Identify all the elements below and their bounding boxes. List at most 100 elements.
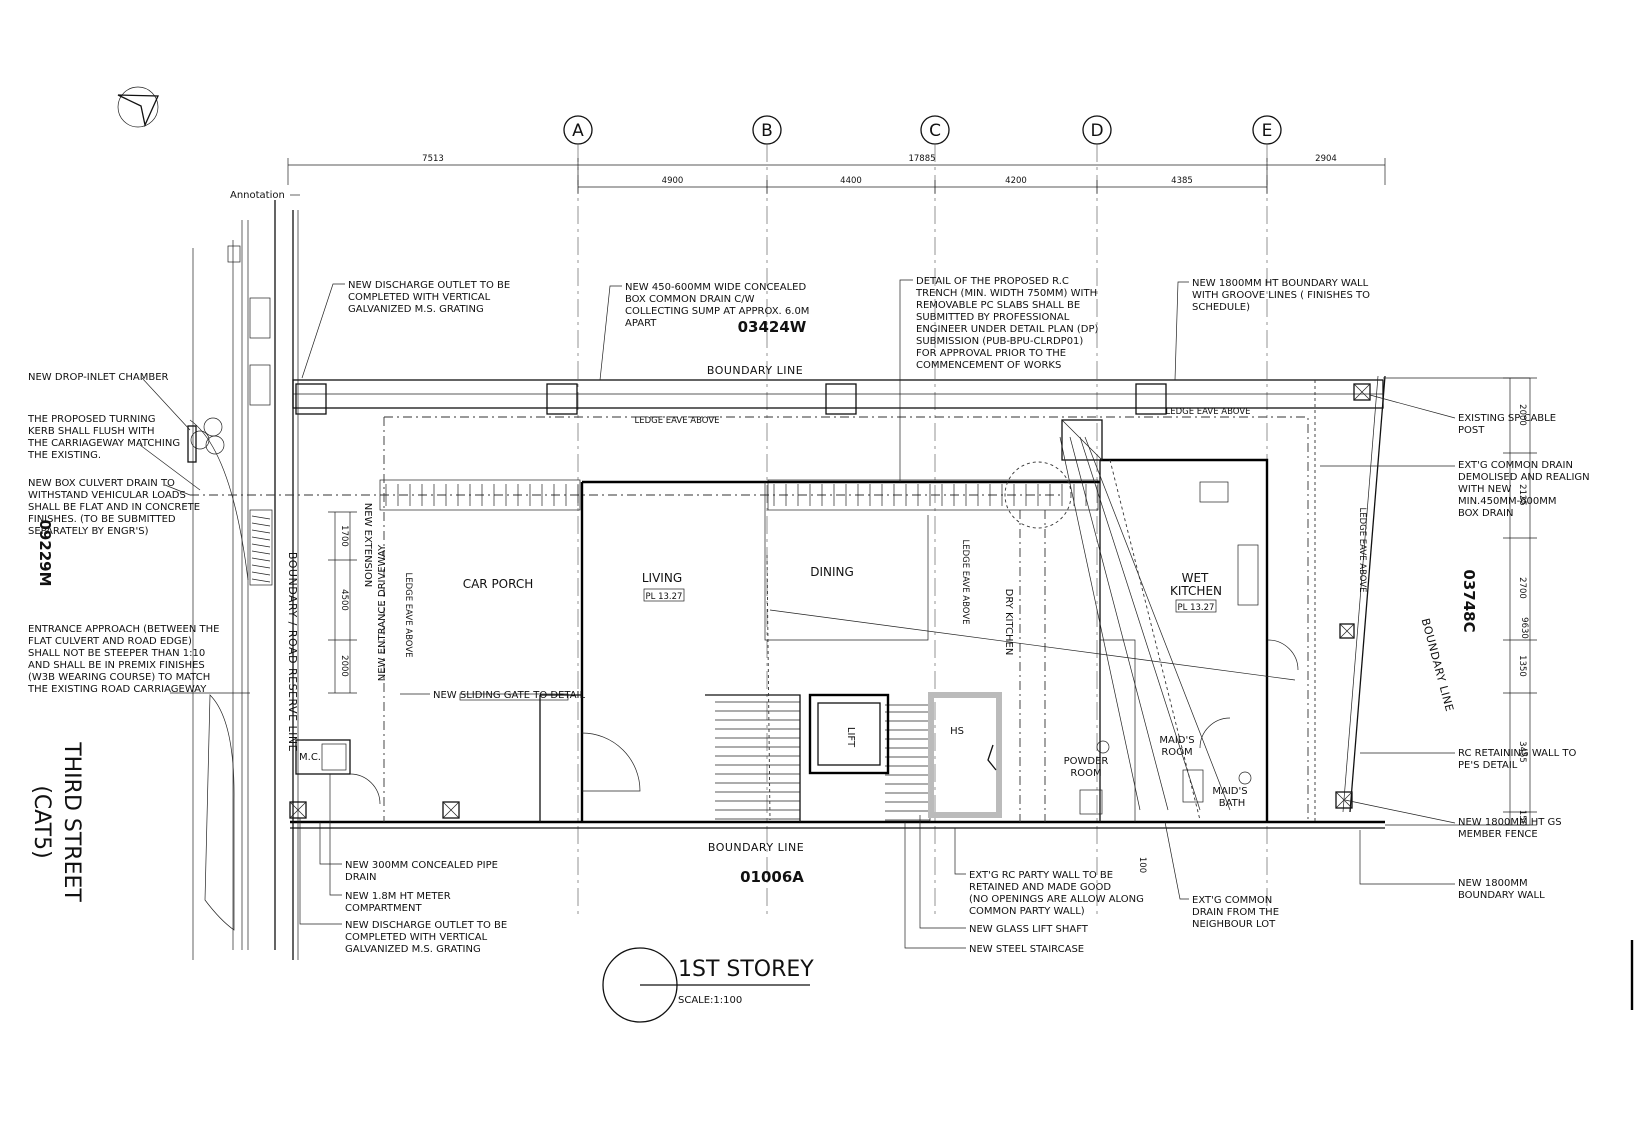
dimension-text: 2904: [1315, 154, 1337, 164]
leader: [141, 377, 191, 431]
drain-run: [1069, 436, 1169, 811]
hatch: [251, 550, 271, 555]
post: [1335, 791, 1353, 809]
dimension-text: 4900: [662, 176, 684, 186]
staircase-outline: [705, 694, 801, 822]
lot-number: 03748C: [1460, 569, 1478, 632]
ledge-label: LEDGE EAVE ABOVE: [960, 539, 970, 624]
drain-run: [1084, 436, 1231, 811]
lot-number: 09229M: [36, 519, 54, 586]
level-tag: [643, 588, 685, 602]
boundary-label: BOUNDARY LINE: [1419, 617, 1456, 713]
left-note: KERB SHALL FLUSH WITH: [28, 426, 155, 437]
hatch: [251, 564, 271, 569]
drain-grating: [249, 297, 271, 339]
room-label: LIFT: [845, 727, 856, 748]
meter-box: [321, 743, 347, 771]
street-category: (CAT5): [29, 785, 54, 858]
dimension-text: 2700: [1517, 577, 1527, 599]
left-note: THE PROPOSED TURNING: [27, 414, 155, 425]
room-label: KITCHEN: [1170, 584, 1222, 598]
grid-label: B: [761, 121, 773, 141]
top-note: NEW DISCHARGE OUTLET TO BE: [348, 280, 510, 291]
top-note: APART: [625, 318, 657, 329]
staircase-outline: [885, 704, 931, 822]
column: [825, 383, 857, 415]
top-note: BOX COMMON DRAIN C/W: [625, 294, 755, 305]
leader: [139, 444, 201, 491]
right-note: POST: [1458, 425, 1485, 436]
post: [1339, 623, 1355, 639]
inlet-chamber: [187, 425, 197, 463]
left-note: AND SHALL BE IN PREMIX FINISHES: [28, 660, 205, 671]
tas-box: [227, 245, 241, 263]
top-note: REMOVABLE PC SLABS SHALL BE: [916, 300, 1080, 311]
boundary-label: BOUNDARY LINE: [707, 364, 803, 377]
lot-number: 03424W: [738, 318, 807, 336]
drain-run: [1079, 436, 1201, 811]
left-note: FINISHES. (TO BE SUBMITTED: [28, 514, 176, 525]
bottom-note: COMMON PARTY WALL): [969, 906, 1085, 917]
wall: [1100, 458, 1269, 822]
east-boundary-wall: [1342, 375, 1379, 813]
right-note: MIN.450MM-600MM: [1458, 496, 1557, 507]
bottom-note: NEW SLIDING GATE TO DETAIL: [433, 690, 586, 701]
north-arrow-icon: [117, 94, 159, 128]
door-swing: [581, 732, 641, 792]
room-label: DRY KITCHEN: [1003, 589, 1014, 656]
top-note: SUBMISSION (PUB-BPU-CLRDP01): [916, 336, 1083, 347]
top-note: DETAIL OF THE PROPOSED R.C: [916, 276, 1069, 287]
level-label: PL 13.27: [1178, 603, 1215, 613]
bottom-note: NEW 1.8M HT METER: [345, 891, 451, 902]
leader: [904, 822, 966, 949]
leader: [299, 818, 342, 925]
meter-compartment: [295, 739, 351, 775]
level-label: PL 13.27: [646, 592, 683, 602]
dimension-text: 2000: [339, 655, 349, 677]
leader: [1174, 281, 1189, 381]
bottom-note: NEW GLASS LIFT SHAFT: [969, 924, 1089, 935]
gate-post: [442, 801, 460, 819]
hatch: [251, 536, 271, 541]
ledge-label: LEDGE EAVE ABOVE: [403, 572, 413, 657]
right-note: BOX DRAIN: [1458, 508, 1513, 519]
boundary-label: BOUNDARY / ROAD RESERVE LINE: [286, 552, 299, 752]
bottom-note: EXT'G COMMON: [1192, 895, 1272, 906]
cross: [1061, 419, 1103, 461]
leader: [301, 283, 345, 379]
dimension-text: 3455: [1517, 741, 1527, 763]
trench: [767, 479, 1099, 511]
lift-car: [817, 702, 881, 766]
column: [1135, 383, 1167, 415]
dimension-text: 17885: [908, 154, 935, 164]
right-note: NEW 1800MM: [1458, 878, 1528, 889]
right-note: WITH NEW: [1458, 484, 1511, 495]
right-note: DEMOLISED AND REALIGN: [1458, 472, 1590, 483]
bottom-note: NEW 300MM CONCEALED PIPE: [345, 860, 498, 871]
dimension-text: 4500: [339, 589, 349, 611]
top-note: SUBMITTED BY PROFESSIONAL: [916, 312, 1070, 323]
left-note: ENTRANCE APPROACH (BETWEEN THE: [28, 624, 219, 635]
bottom-note: NEIGHBOUR LOT: [1192, 919, 1276, 930]
grid-label: D: [1090, 121, 1103, 141]
left-note: WITHSTAND VEHICULAR LOADS: [28, 490, 186, 501]
left-note: THE CARRIAGEWAY MATCHING: [27, 438, 180, 449]
extension-label: NEW EXTENSION: [362, 503, 373, 587]
discharge-outlet: [289, 801, 307, 819]
bottom-note: NEW STEEL STAIRCASE: [969, 944, 1084, 955]
bottom-note: DRAIN: [345, 872, 377, 883]
dimension-text: 4385: [1171, 176, 1193, 186]
room-label: CAR PORCH: [463, 577, 534, 591]
left-note: THE EXISTING ROAD CARRIAGEWAY: [27, 684, 207, 695]
toilet-icon: [1079, 789, 1103, 815]
room-label: MAID'S: [1159, 735, 1194, 746]
dimension-text: 1350: [1517, 655, 1527, 677]
toilet-icon: [1182, 769, 1204, 803]
top-note: FOR APPROVAL PRIOR TO THE: [916, 348, 1066, 359]
kerb-curve: [204, 694, 235, 931]
room-label: LIVING: [642, 571, 682, 585]
dimension-text: 100: [1137, 857, 1147, 873]
hatch: [251, 515, 271, 520]
